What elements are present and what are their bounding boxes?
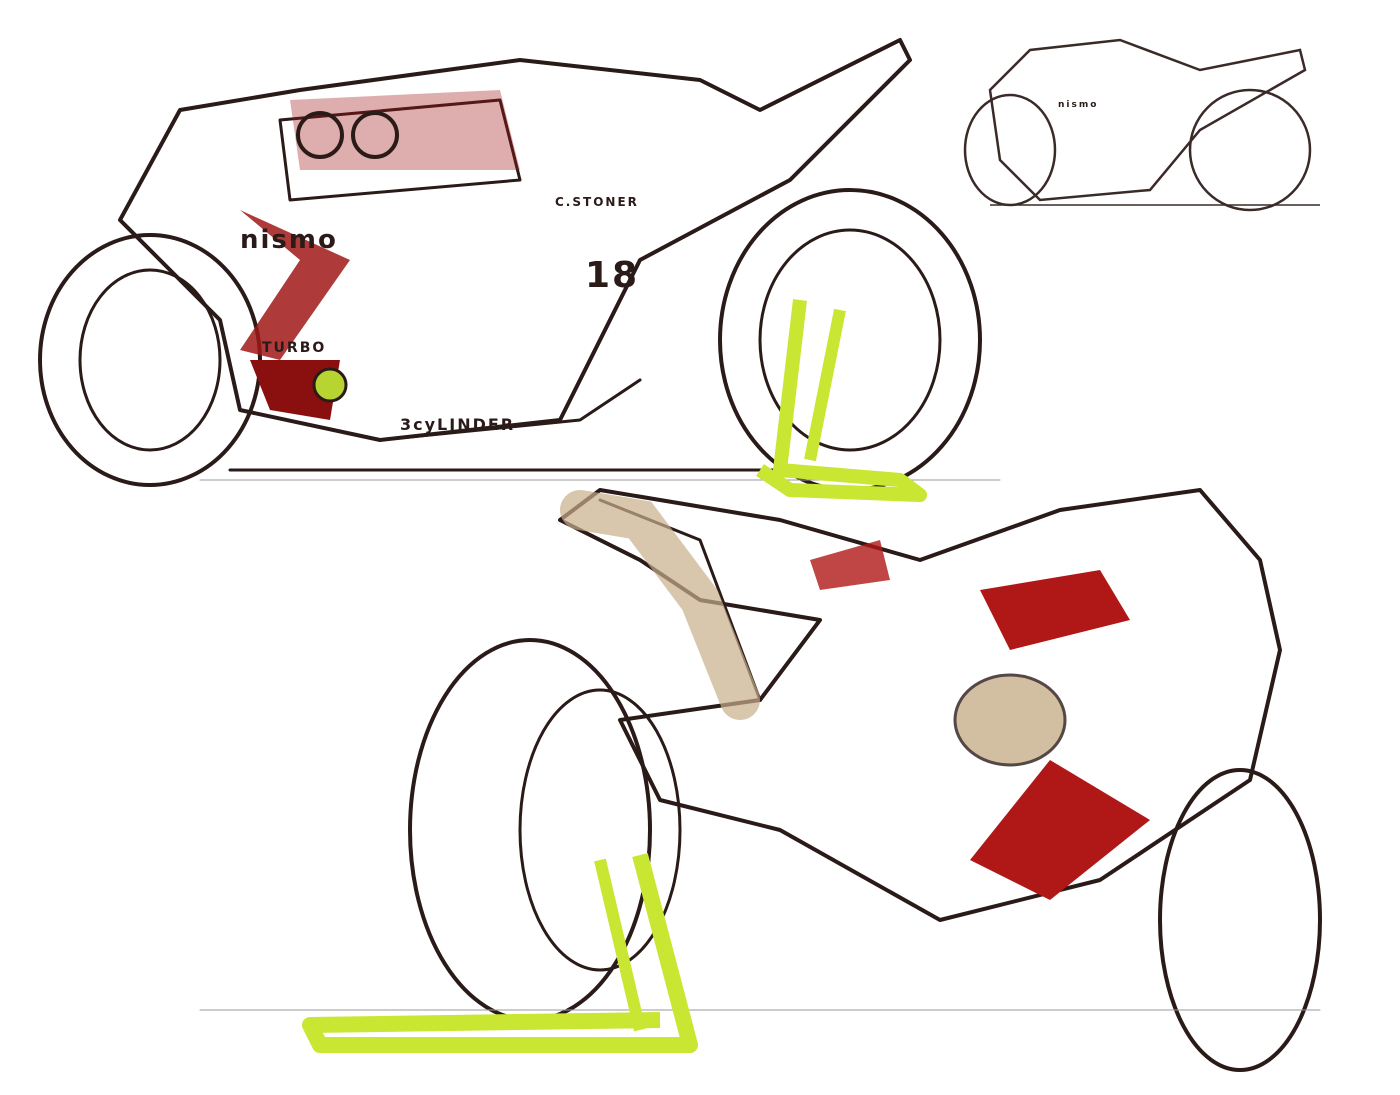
cylinder-label: 3cyLINDER bbox=[400, 415, 516, 434]
front-wheel-bottom bbox=[1158, 768, 1322, 1072]
thumbnail-nismo-label: nismo bbox=[1058, 100, 1099, 110]
rear-wheel-bottom bbox=[408, 638, 652, 1022]
turbo-label: TURBO bbox=[262, 340, 327, 356]
race-number: 18 bbox=[585, 255, 640, 296]
rider-name-label: C.STONER bbox=[555, 195, 639, 209]
nismo-label: nismo bbox=[240, 225, 338, 255]
